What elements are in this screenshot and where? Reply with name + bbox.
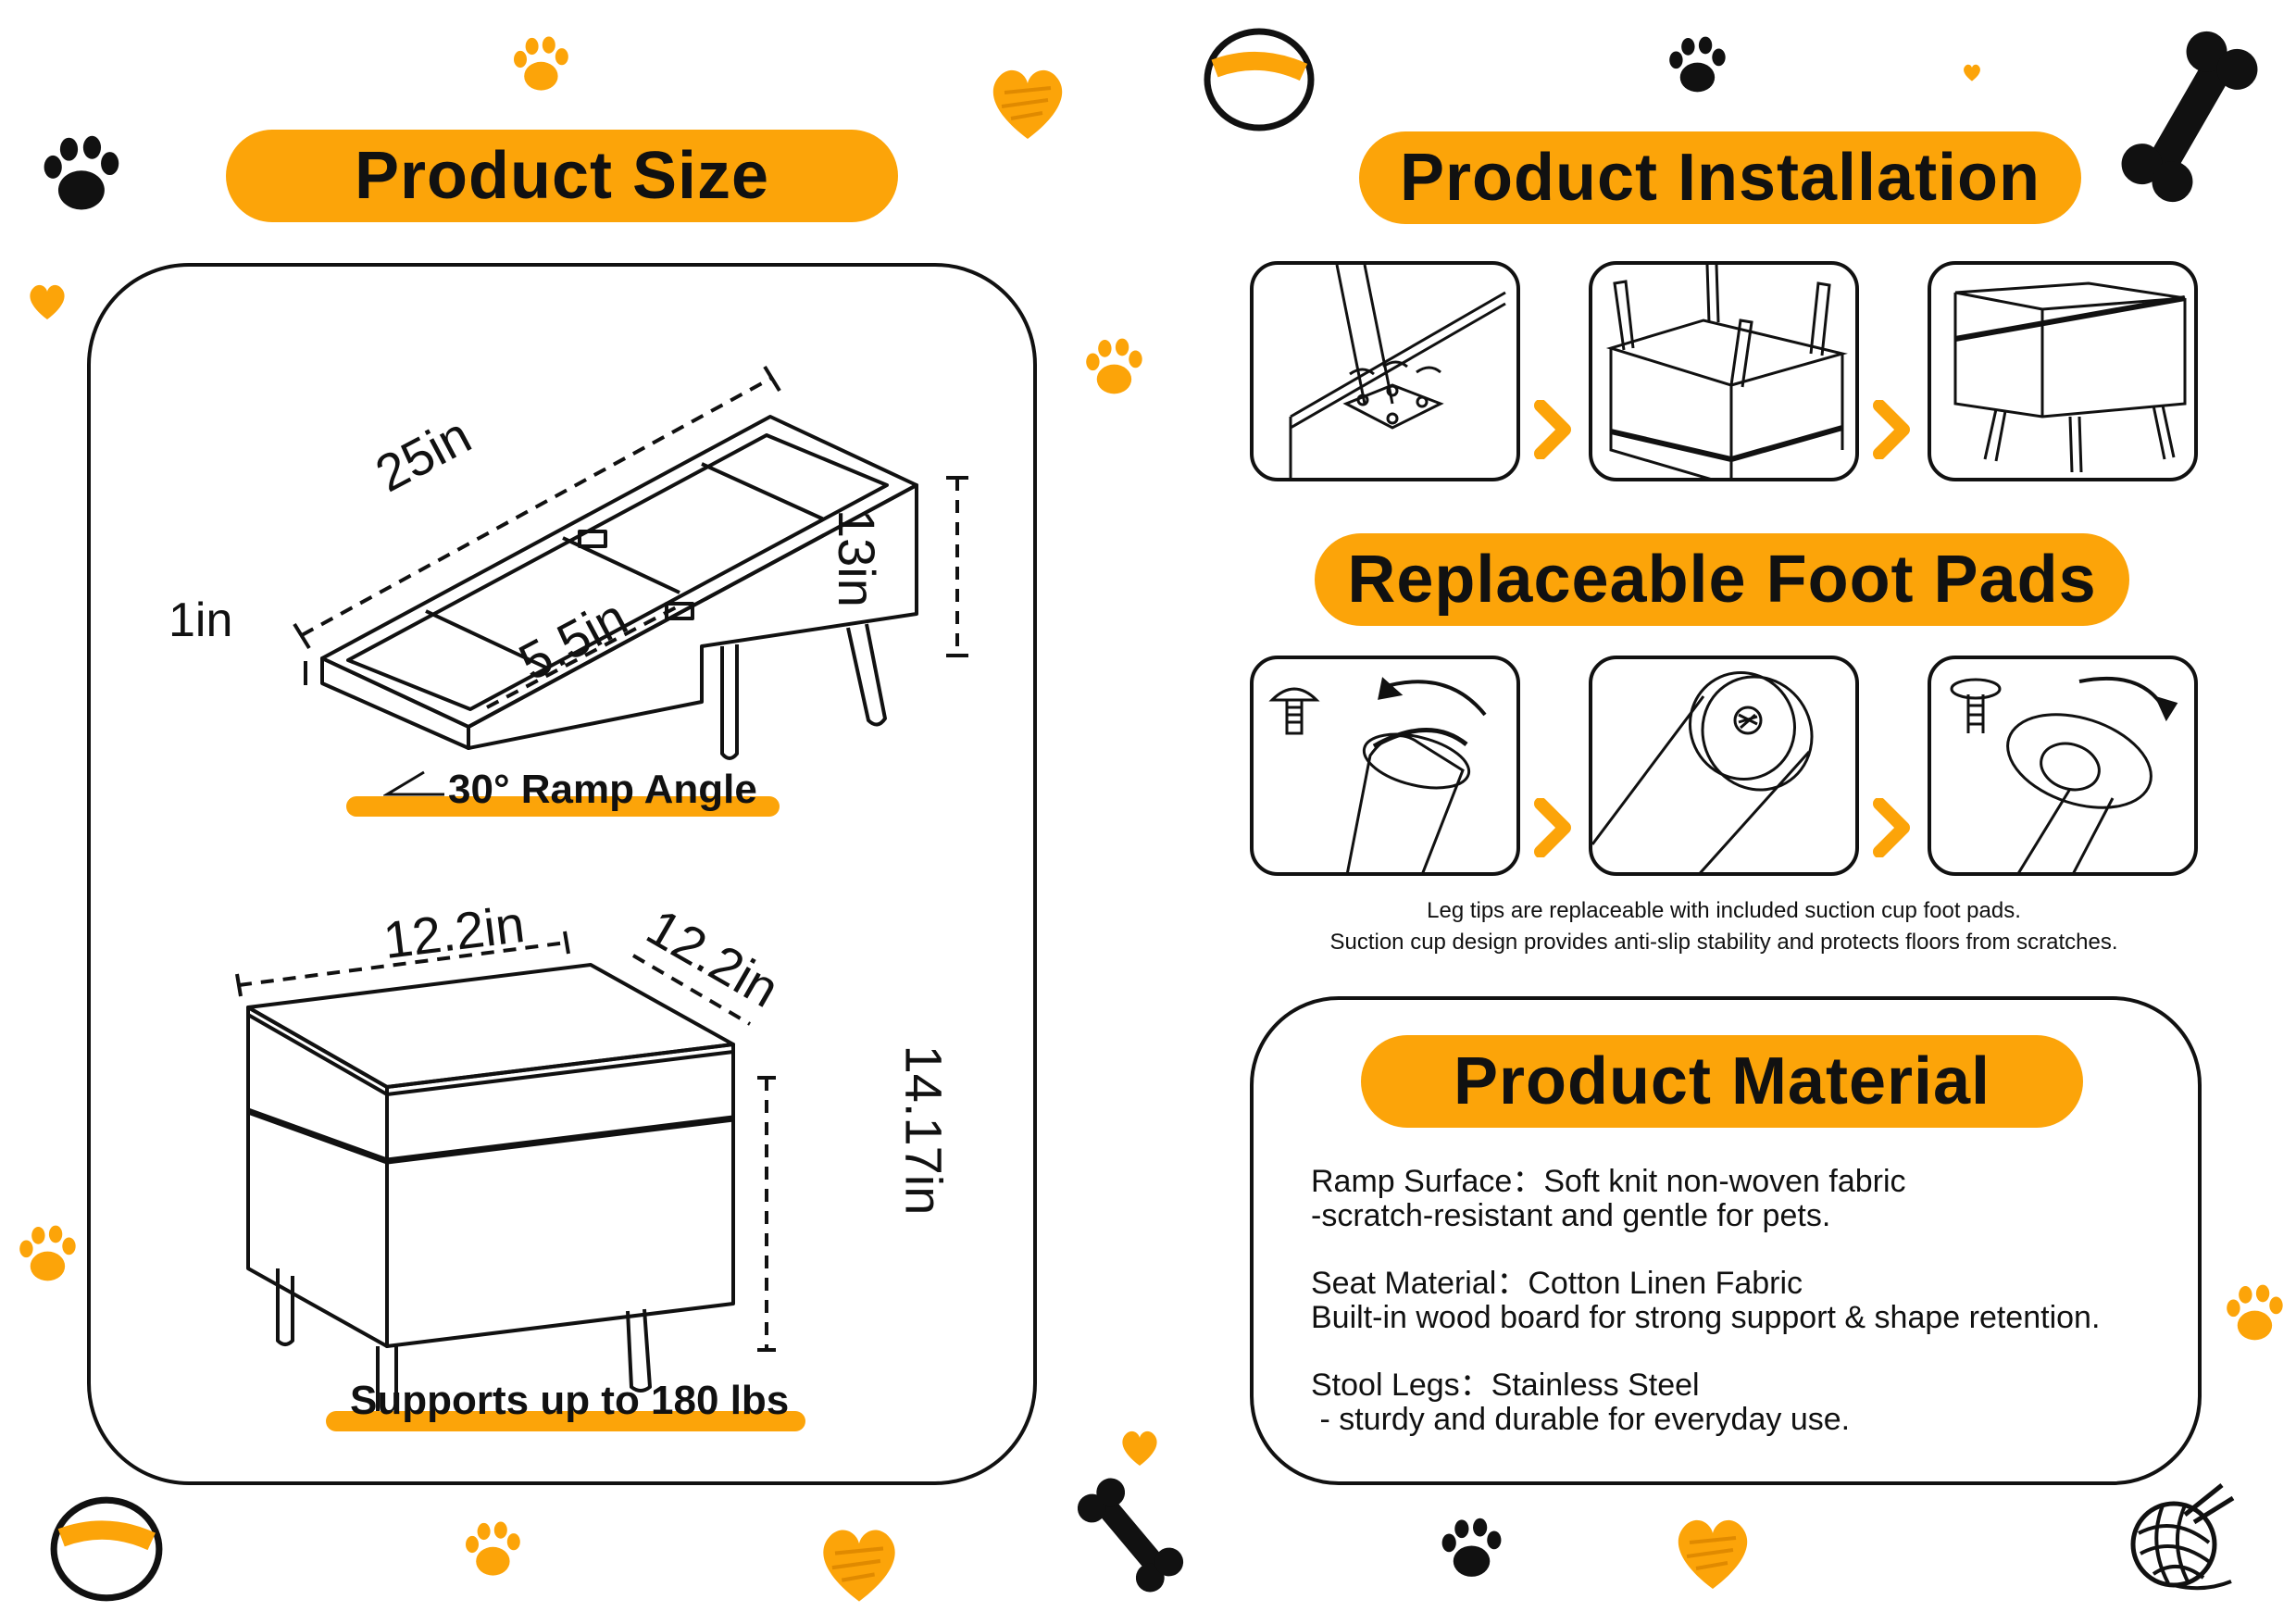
install-step-3 — [1928, 261, 2198, 481]
installation-title: Product Installation — [1359, 131, 2081, 224]
yarn-ball-icon — [2130, 1483, 2235, 1591]
heart-icon — [1678, 1519, 1748, 1589]
product-size-title: Product Size — [226, 130, 898, 222]
stool-height-label: 14.17in — [894, 1044, 954, 1216]
material-ramp-surface-desc: -scratch-resistant and gentle for pets. — [1311, 1198, 1831, 1233]
foot-pad-step-2 — [1589, 656, 1859, 876]
install-step-1 — [1250, 261, 1520, 481]
material-title: Product Material — [1361, 1035, 2083, 1128]
chevron-right-icon — [1534, 798, 1571, 857]
paw-icon — [1086, 338, 1142, 394]
ramp-drawing — [293, 365, 968, 760]
chevron-right-icon — [1873, 400, 1910, 459]
heart-icon — [823, 1530, 895, 1602]
ring-icon — [50, 1496, 163, 1602]
bone-icon — [1077, 1478, 1184, 1593]
material-seat-desc: Built-in wood board for strong support &… — [1311, 1300, 2101, 1335]
load-capacity-underline — [326, 1411, 805, 1431]
paw-icon — [19, 1225, 76, 1281]
paw-icon — [1441, 1518, 1502, 1577]
chevron-right-icon — [1534, 400, 1571, 459]
heart-icon — [1964, 64, 1980, 81]
load-capacity-caption: Supports up to 180 lbs — [350, 1378, 790, 1423]
foot-pad-step-3 — [1928, 656, 2198, 876]
stool-drawing — [235, 931, 776, 1418]
angle-icon — [383, 770, 444, 796]
paw-icon — [514, 36, 568, 91]
foot-pads-title: Replaceable Foot Pads — [1315, 533, 2129, 626]
foot-pad-note-line1: Leg tips are replaceable with included s… — [1427, 898, 2021, 923]
paw-icon — [1669, 36, 1726, 93]
material-legs: Stool Legs：Stainless Steel — [1311, 1368, 1700, 1403]
heart-icon — [992, 69, 1063, 139]
paw-icon — [2227, 1284, 2283, 1341]
paw-icon — [466, 1521, 520, 1576]
material-seat: Seat Material：Cotton Linen Fabric — [1311, 1266, 1803, 1301]
ramp-front-height-label: 1in — [168, 593, 233, 647]
install-step-2 — [1589, 261, 1859, 481]
heart-icon — [30, 284, 65, 319]
ramp-angle-underline — [346, 796, 780, 817]
ring-icon — [1204, 28, 1315, 131]
paw-icon — [44, 135, 119, 210]
chevron-right-icon — [1873, 798, 1910, 857]
material-legs-desc: - sturdy and durable for everyday use. — [1311, 1402, 1851, 1437]
ramp-angle-caption: 30° Ramp Angle — [448, 767, 757, 812]
ramp-height-label: 13in — [828, 509, 886, 607]
size-panel: 25in 13in 1in 5.5in 30° Ramp Angle — [87, 263, 1037, 1485]
foot-pad-step-1 — [1250, 656, 1520, 876]
material-ramp-surface: Ramp Surface：Soft knit non-woven fabric — [1311, 1164, 1906, 1199]
bone-icon — [2121, 31, 2258, 203]
heart-icon — [1122, 1430, 1157, 1466]
foot-pad-note-line2: Suction cup design provides anti-slip st… — [1329, 930, 2118, 955]
